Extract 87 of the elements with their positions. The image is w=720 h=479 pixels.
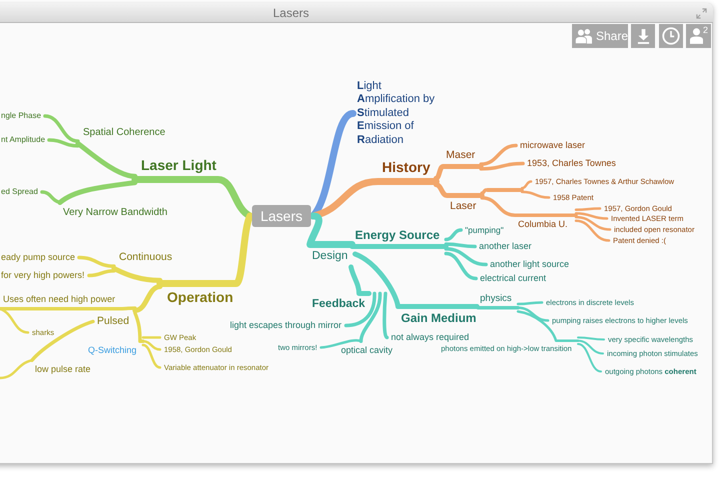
branch-line [76,141,138,179]
branch-line [306,212,356,248]
branch-line [142,344,162,369]
branch-line [574,207,602,211]
subtopic: light escapes through mirror [230,320,342,331]
branch-line [434,164,484,181]
branch-line [350,242,448,249]
branch-line [382,292,389,340]
branch-line [444,252,478,280]
branch-line [480,196,578,217]
branch-line [577,340,604,354]
share-button: Share [572,24,628,48]
branch-line [112,266,162,283]
subtopic: Continuous [119,250,172,264]
branch-line [520,180,532,190]
branch-line [475,304,520,310]
branch-line [574,216,612,231]
subtopic: for very high powers! [1,270,85,280]
branch-line [574,220,610,242]
branch-line [516,310,580,342]
subtopic: optical cavity [341,344,393,356]
branch-line [156,212,254,287]
branch-line [520,190,550,199]
subtopic: not always required [391,332,470,342]
central-topic: Lasers [252,205,311,227]
subtopic: Columbia U. [518,218,568,230]
main-topic: Laser Light [141,156,216,174]
branch-line [0,308,30,334]
main-topic: Light Amplification by Stimulated Emission of Radiation [357,80,441,148]
branch-line [516,306,550,322]
subtopic: eady pump source [1,252,76,262]
branch-line [479,144,518,166]
branch-line [40,190,62,204]
subtopic: another laser [479,240,532,252]
main-topic: Design [312,250,348,264]
branch-line [0,359,34,380]
branch-line [142,336,162,339]
subtopic: electrical current [480,272,546,284]
branch-line [352,252,480,309]
branch-line [133,311,145,343]
subtopic: Laser [450,200,476,212]
branch-line [344,292,376,328]
main-topic: Operation [167,288,234,306]
branch-line [444,242,477,248]
branch-line [142,340,162,351]
subtopic: low pulse rate [35,364,91,374]
subtopic: Q-Switching [88,344,137,356]
branch-line [320,339,362,349]
branch-line [359,292,382,343]
subtopic: Energy Source [355,228,440,242]
subtopic: ed Spread [1,187,38,197]
subtopic: Maser [446,148,476,162]
subtopic: ngle Phase [1,111,42,121]
subtopic: physics [480,292,512,304]
branch-line [47,138,80,148]
branch-segment [486,188,522,192]
branch-line [132,284,162,313]
subtopic: Uses often need high power [3,294,116,304]
window-title: Lasers [272,6,310,20]
main-topic: History [382,159,430,176]
branch-line [77,256,116,268]
collaborators-button: 2 [686,24,711,48]
branch-line [0,306,137,310]
branch-line [577,342,602,372]
branch-line [444,247,488,266]
subtopic: Feedback [312,298,366,312]
subtopic: microwave laser [520,140,586,150]
subtopic: another light source [490,258,570,270]
subtopic: Very Narrow Bandwidth [63,207,168,219]
subtopic: "pumping" [465,225,504,236]
subtopic: 1953, Charles Townes [527,158,616,169]
branch-line [434,182,484,198]
branch-line [43,114,80,143]
subtopic: Gain Medium [401,311,476,326]
subtopic: Spatial Coherence [83,126,166,138]
branch-line [574,212,608,220]
branch-line [479,162,525,171]
branch-line [58,180,138,205]
branch-line [577,336,605,340]
branch-line [348,264,372,296]
branch-line [444,228,463,242]
subtopic: Pulsed [97,314,130,328]
subtopic: nt Amplitude [1,135,46,145]
branch-line [87,269,116,278]
branch-line [516,301,544,306]
branch-line [30,320,95,362]
branch-line [132,176,254,220]
